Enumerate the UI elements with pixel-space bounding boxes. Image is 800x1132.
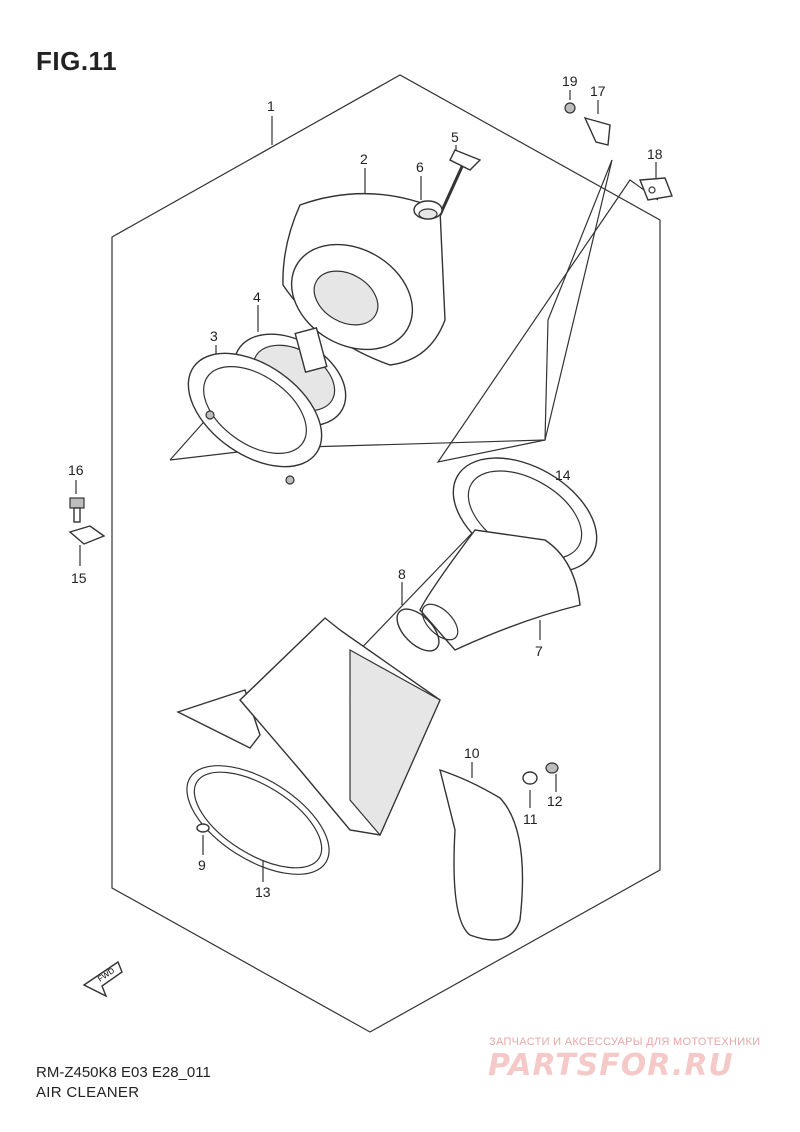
callout-1: 1 [267, 98, 275, 114]
bolt-16 [69, 497, 85, 523]
filter-holder [187, 352, 323, 485]
callout-12: 12 [547, 793, 563, 809]
air-cleaner-box [176, 617, 441, 837]
callout-18: 18 [647, 146, 663, 162]
watermark-tagline: ЗАПЧАСТИ И АКСЕССУАРЫ ДЛЯ МОТОТЕХНИКИ [489, 1036, 761, 1048]
screw-19 [564, 102, 576, 114]
callout-10: 10 [464, 745, 480, 761]
callout-16: 16 [68, 462, 84, 478]
callout-3: 3 [210, 328, 218, 344]
washer-11 [522, 771, 538, 785]
watermark-logo: PARTSFOR.RU [488, 1048, 734, 1083]
forward-arrow-icon: FWD [82, 960, 123, 998]
box-seal [186, 765, 330, 875]
clamp-17 [583, 116, 611, 146]
plate-18 [638, 177, 673, 201]
assembly-boundary [111, 74, 661, 1033]
callout-13: 13 [255, 884, 271, 900]
callout-4: 4 [253, 289, 261, 305]
leader-lines [75, 90, 659, 882]
nut-clip-15 [68, 525, 106, 545]
callout-2: 2 [360, 151, 368, 167]
figure-title: FIG.11 [36, 46, 118, 76]
callout-7: 7 [535, 643, 543, 659]
grommet-9 [196, 823, 210, 833]
intake-boot [419, 529, 581, 651]
callout-15: 15 [71, 570, 87, 586]
callout-11: 11 [523, 811, 538, 827]
model-code: RM-Z450K8 E03 E28_011 [36, 1064, 211, 1081]
callout-6: 6 [416, 159, 424, 175]
callout-9: 9 [198, 857, 206, 873]
filter-element [282, 192, 446, 366]
callout-19: 19 [562, 73, 578, 89]
callout-8: 8 [398, 566, 406, 582]
mud-guard [439, 768, 524, 941]
callout-14: 14 [555, 467, 571, 483]
figure-caption: AIR CLEANER [36, 1084, 140, 1101]
clamp-band [396, 603, 459, 652]
callout-17: 17 [590, 83, 606, 99]
rubber-washer [413, 200, 443, 220]
callout-5: 5 [451, 129, 459, 145]
wing-bolt [438, 149, 482, 216]
screw-12 [545, 762, 559, 774]
callout-numbers: 1 2 3 4 5 6 7 8 9 10 11 12 13 14 15 16 1… [68, 73, 663, 900]
